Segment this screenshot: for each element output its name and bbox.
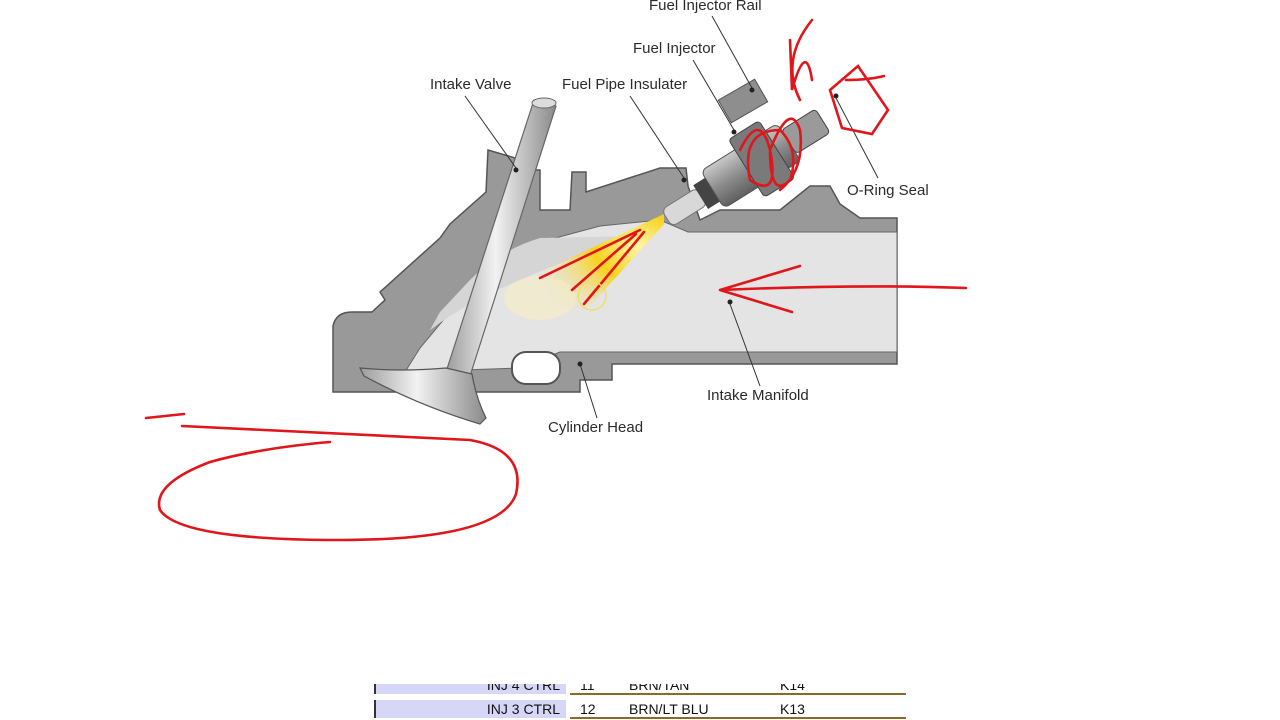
spray-haze	[504, 276, 576, 320]
leader-dots	[513, 87, 839, 367]
wiring-row-pin: 11	[580, 684, 595, 693]
wiring-table: INJ 4 CTRL 11 BRN/TAN K14 INJ 3 CTRL 12 …	[374, 684, 914, 720]
wiring-row-wire: BRN/LT BLU	[629, 701, 709, 717]
passage-shadow	[430, 236, 640, 330]
leader-lines	[464, 15, 879, 419]
label-intake-valve: Intake Valve	[430, 76, 512, 93]
wiring-row-wire-line	[570, 717, 906, 719]
wiring-row-code: K14	[780, 684, 805, 693]
annotation-o-ring-box	[828, 64, 890, 136]
label-fuel-injector-rail: Fuel Injector Rail	[649, 0, 762, 14]
wiring-row-pin: 12	[580, 701, 596, 717]
wiring-row-code: K13	[780, 701, 805, 717]
annotation-arrow	[718, 264, 968, 314]
coolant-passage	[511, 351, 561, 385]
red-annotations	[144, 18, 968, 542]
wiring-row-wire: BRN/TAN	[629, 684, 690, 693]
wiring-row-wire-line	[570, 693, 906, 695]
annotation-spray-lines	[538, 228, 646, 306]
label-fuel-injector: Fuel Injector	[633, 40, 716, 57]
fuel-pipe-insulater	[693, 177, 720, 209]
label-fuel-pipe-insulater: Fuel Pipe Insulater	[562, 76, 688, 93]
injector-rail-bracket	[717, 78, 769, 124]
wiring-row-label: INJ 4 CTRL	[374, 684, 566, 694]
annotation-top-scribble	[788, 18, 814, 102]
annotation-small-circle	[577, 281, 607, 311]
annotation-coil	[738, 117, 803, 192]
label-cylinder-head: Cylinder Head	[548, 419, 644, 436]
label-o-ring-seal: O-Ring Seal	[847, 182, 929, 199]
wiring-row-label: INJ 3 CTRL	[374, 700, 566, 718]
intake-valve-head	[358, 367, 487, 425]
annotation-dash	[144, 412, 186, 420]
label-intake-manifold: Intake Manifold	[707, 387, 809, 404]
annotation-ellipse	[157, 424, 519, 542]
valve-stem-top	[531, 97, 557, 109]
